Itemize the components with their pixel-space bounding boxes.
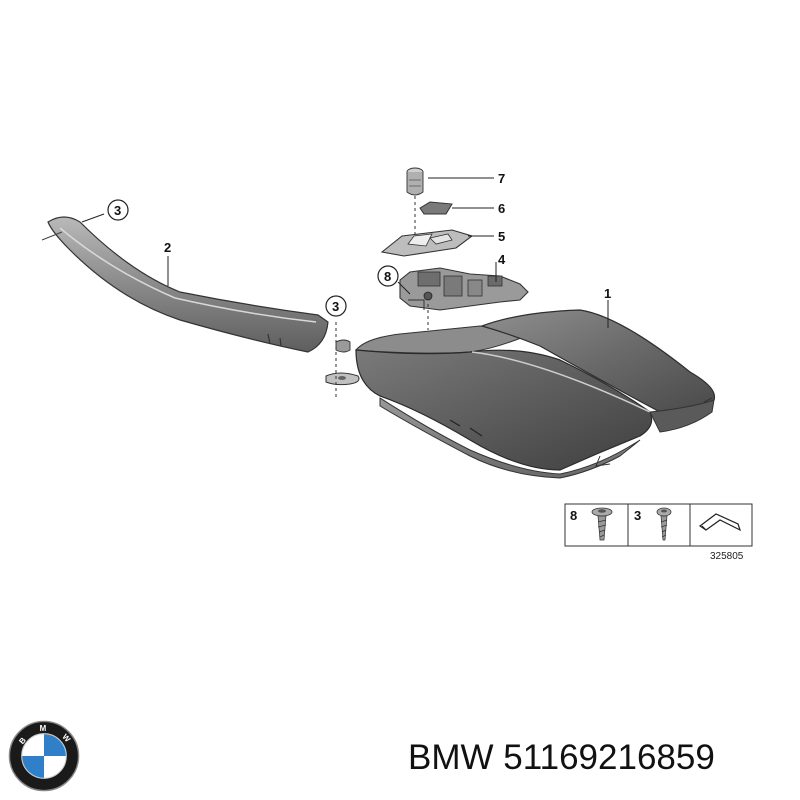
screw-fastener-part	[325, 322, 360, 398]
step-symbol-icon	[698, 513, 742, 532]
latch-mechanism-part	[399, 267, 529, 311]
screw-icon-pan	[656, 507, 672, 541]
legend-item-3: 3	[634, 508, 641, 523]
screw-icon-washer	[591, 507, 613, 541]
brand-name: BMW	[408, 738, 494, 777]
callout-3-lower: 3	[332, 299, 339, 314]
logo-letter-m: M	[40, 724, 47, 733]
callout-8: 8	[384, 269, 391, 284]
armrest-lid-part	[354, 309, 716, 479]
callout-6: 6	[498, 201, 505, 216]
legend-box: 8 3	[564, 503, 753, 547]
trim-strip-part	[41, 216, 329, 353]
callout-3-upper: 3	[114, 203, 121, 218]
callout-7: 7	[498, 171, 505, 186]
callout-2: 2	[164, 240, 171, 255]
bezel-plate-part	[380, 229, 474, 257]
callout-labels: 1 2 3 3 4 5 6 7 8	[107, 171, 611, 317]
logo-letter-b: B	[17, 736, 28, 746]
diagram-id: 325805	[710, 551, 744, 562]
callout-4: 4	[498, 252, 506, 267]
footer-caption: BMW 51169216859	[408, 738, 715, 778]
bmw-logo: B M W	[8, 720, 80, 792]
callout-5: 5	[498, 229, 505, 244]
callout-1: 1	[604, 286, 611, 301]
legend-item-8: 8	[570, 508, 577, 523]
logo-letter-w: W	[60, 732, 72, 744]
part-number: 51169216859	[503, 738, 715, 777]
button-pad-part	[419, 201, 453, 215]
leader-lines	[81, 177, 609, 328]
lock-cylinder-part	[406, 167, 424, 196]
